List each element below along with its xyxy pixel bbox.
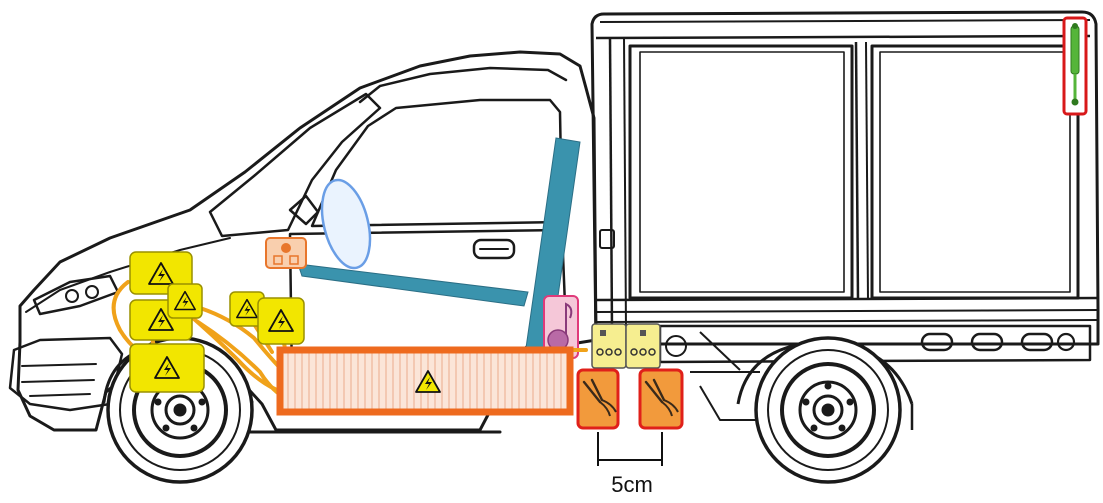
cab-roof-line	[358, 66, 568, 104]
cargo-latch	[599, 229, 615, 249]
door-handle	[472, 238, 516, 260]
belt-pretensioner-icon	[543, 295, 579, 359]
cut-zone-rear	[638, 368, 684, 430]
hv-connector-icon	[591, 323, 661, 369]
cargo-panel-front	[628, 44, 854, 300]
measurement-bracket	[597, 432, 663, 466]
hv-component-box	[129, 343, 205, 393]
measurement-label: 5cm	[611, 472, 653, 497]
headlamp	[32, 274, 120, 316]
side-mirror	[288, 194, 320, 226]
reinforcement-bar-door	[297, 263, 529, 307]
airbag-control-unit-icon	[265, 237, 307, 269]
gas-strut-icon	[1062, 16, 1088, 116]
cargo-panel-rear	[870, 44, 1080, 300]
cut-zone-front	[576, 368, 620, 430]
hv-component-boxes	[129, 251, 305, 393]
hv-component-box	[257, 297, 305, 345]
hv-battery-pack	[276, 346, 574, 416]
hv-component-box	[167, 283, 203, 319]
rear-wheel	[754, 336, 902, 484]
windshield	[208, 92, 382, 238]
airbag-icon	[320, 178, 372, 270]
cargo-box-outer	[590, 10, 1100, 346]
